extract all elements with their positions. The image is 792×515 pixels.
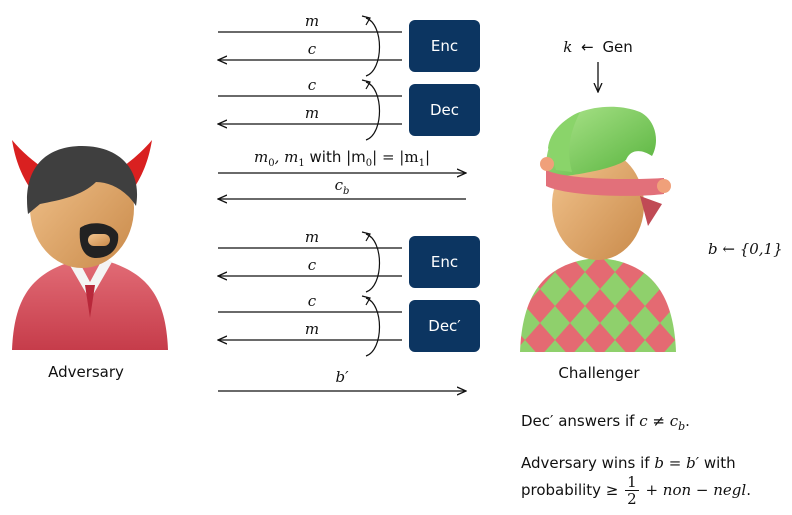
- gen-arrow: ←: [581, 38, 594, 56]
- guess-label: b′: [335, 368, 349, 386]
- dec1-answer-label: m: [305, 104, 319, 122]
- challenger-bell-left: [540, 157, 554, 171]
- enc2-query-label: m: [305, 228, 319, 246]
- gen-label: k ← Gen: [563, 38, 633, 56]
- dec1-box-label: Dec: [430, 101, 459, 119]
- dec1-query-label: c: [308, 76, 317, 94]
- enc2-box-label: Enc: [431, 253, 458, 271]
- oracle-dec-1: c m Dec: [218, 76, 480, 141]
- challenge-exchange: m0, m1 with |m0| = |m1| cb: [218, 148, 466, 199]
- dec2-box-label: Dec′: [428, 317, 461, 335]
- enc1-box: [409, 20, 480, 72]
- dec2-query-label: c: [308, 292, 317, 310]
- adversary-figure: [12, 140, 168, 350]
- oracle-enc-1: m c Enc: [218, 12, 480, 77]
- win-condition-line-1: Adversary wins if b = b′ with: [521, 454, 736, 472]
- gen-name: Gen: [602, 38, 632, 56]
- challenger-body: [520, 258, 676, 352]
- challenger-bell-right: [657, 179, 671, 193]
- dec2-loop: [365, 297, 381, 357]
- enc1-loop: [365, 17, 381, 77]
- enc2-box: [409, 236, 480, 288]
- dec2-answer-label: m: [305, 320, 319, 338]
- oracle-dec-prime: c m Dec′: [218, 292, 480, 357]
- challenge-query-label: m0, m1 with |m0| = |m1|: [254, 148, 430, 169]
- bit-sample: b ← {0,1}: [708, 240, 783, 258]
- enc1-box-label: Enc: [431, 37, 458, 55]
- enc2-answer-label: c: [308, 256, 317, 274]
- enc2-loop: [365, 233, 381, 293]
- oracle-enc-2: m c Enc: [218, 228, 480, 293]
- dec1-loop: [365, 81, 381, 141]
- gen-k: k: [563, 38, 572, 56]
- challenger-figure: [520, 106, 676, 352]
- challenger-label: Challenger: [558, 364, 640, 382]
- enc1-answer-label: c: [308, 40, 317, 58]
- adversary-label: Adversary: [48, 363, 124, 381]
- challenger-hat-band: [546, 170, 664, 196]
- dec-prime-rule: Dec′ answers if c ≠ cb.: [521, 412, 690, 433]
- adversary-hair: [27, 146, 138, 214]
- guess-exchange: b′: [218, 368, 466, 391]
- dec2-box: [409, 300, 480, 352]
- challenge-response-label: cb: [335, 176, 350, 197]
- enc1-query-label: m: [305, 12, 319, 30]
- dec1-box: [409, 84, 480, 136]
